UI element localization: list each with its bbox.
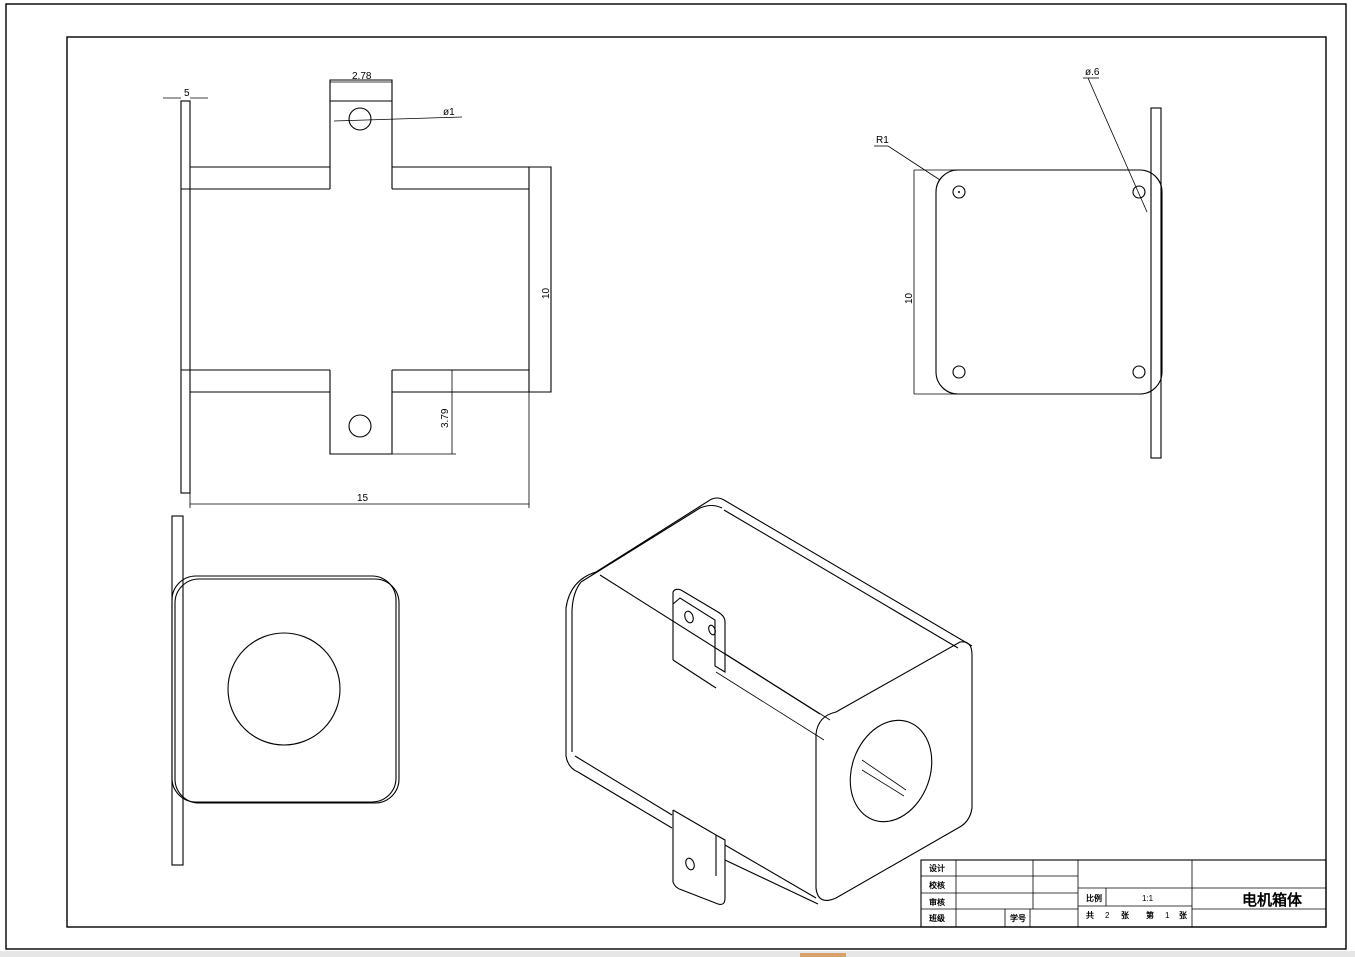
dim-thickness: 5 xyxy=(184,88,190,99)
label-scale: 比例 xyxy=(1086,893,1102,903)
end-body-back xyxy=(174,578,400,804)
iso-top-edge xyxy=(595,497,973,647)
front-top-hole xyxy=(348,107,372,131)
front-view: 5 2.78 ø1 10 3.79 15 xyxy=(163,71,552,508)
side-body-outline xyxy=(935,169,1163,395)
scale-value: 1:1 xyxy=(1142,894,1154,903)
side-hole-bottom-right xyxy=(1132,365,1146,379)
iso-bore xyxy=(849,719,933,823)
label-design: 设计 xyxy=(929,863,945,873)
front-bottom-hole xyxy=(348,414,372,438)
dim-radius: R1 xyxy=(876,135,889,146)
sheet-unit-2: 张 xyxy=(1179,911,1188,920)
side-dimensions: R1 ø.6 10 xyxy=(874,67,1148,395)
iso-top-tab-hole xyxy=(684,610,694,624)
outer-frame xyxy=(5,3,1347,950)
sheet-total: 2 xyxy=(1105,911,1110,920)
end-flange-plate xyxy=(171,515,184,866)
iso-top-tab xyxy=(672,588,726,673)
iso-bottom-tab-hole xyxy=(685,857,695,871)
side-hole-bottom-left xyxy=(952,365,966,379)
iso-bottom-tab xyxy=(672,810,726,905)
front-dimensions: 5 2.78 ø1 10 3.79 15 xyxy=(163,71,552,508)
label-check: 校核 xyxy=(929,880,945,890)
end-bore xyxy=(227,632,341,746)
dim-front-height: 10 xyxy=(541,287,552,299)
end-body-outline xyxy=(171,575,397,803)
side-hole-top-right xyxy=(1132,185,1146,199)
dim-hole-diameter: ø1 xyxy=(443,107,455,118)
sheet-number-prefix: 第 xyxy=(1146,910,1154,920)
sheet-total-prefix: 共 xyxy=(1086,910,1094,920)
side-flange-plate xyxy=(1150,107,1162,459)
label-class: 班级 xyxy=(929,913,946,923)
dim-front-length: 15 xyxy=(357,493,369,504)
label-review: 审核 xyxy=(929,897,945,907)
end-view xyxy=(171,515,400,866)
label-student-id: 学号 xyxy=(1010,913,1026,923)
side-hole-top-left xyxy=(952,185,966,199)
dim-tab-width: 2.78 xyxy=(352,71,372,82)
sheet-frames xyxy=(5,3,1347,950)
inner-frame xyxy=(66,36,1327,928)
dim-side-hole-diameter: ø.6 xyxy=(1085,67,1100,78)
iso-front-face xyxy=(815,641,973,901)
bottom-scroll-strip xyxy=(0,951,1355,957)
title-block: 设计 校核 审核 班级 学号 比例 1:1 共 2 张 第 1 张 电机箱体 xyxy=(920,859,1327,928)
drawing-title: 电机箱体 xyxy=(1242,891,1303,909)
isometric-view xyxy=(565,497,973,905)
dim-side-height: 10 xyxy=(904,292,915,304)
front-flange-plate xyxy=(180,100,191,494)
dim-tab-height: 3.79 xyxy=(440,408,451,428)
side-view: R1 ø.6 10 xyxy=(874,67,1163,459)
sheet-number: 1 xyxy=(1165,911,1170,920)
bottom-tab-marker xyxy=(800,953,846,957)
sheet-unit-1: 张 xyxy=(1121,911,1130,920)
front-body-outline xyxy=(190,79,552,455)
